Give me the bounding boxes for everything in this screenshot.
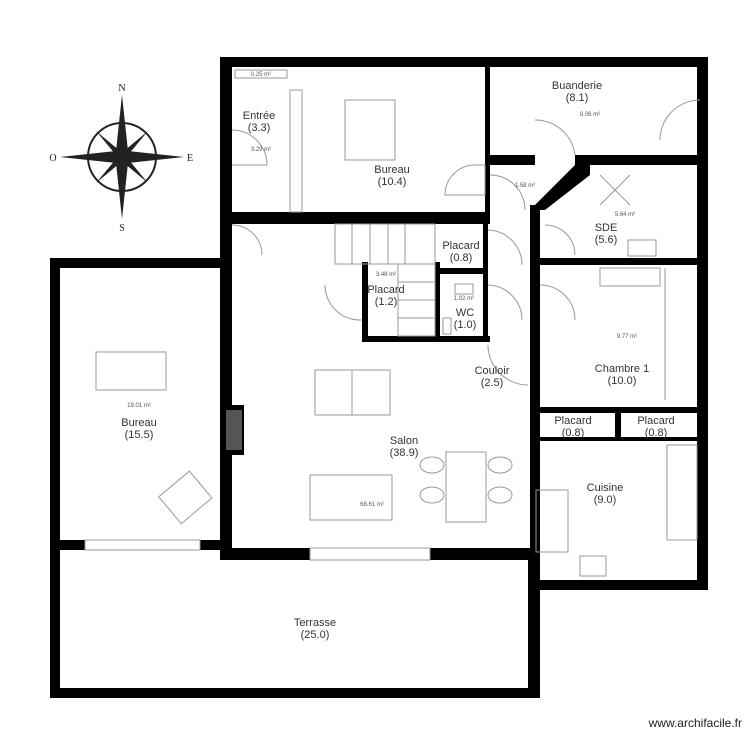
room-area: 5.64 m² (615, 212, 635, 218)
room-name: Salon (390, 435, 418, 447)
kitchen-island (535, 489, 569, 553)
room-size: (1.0) (454, 319, 477, 331)
wardrobe (599, 267, 661, 287)
room-area: 19.01 m² (127, 403, 151, 409)
room-area: 9.77 m² (617, 334, 637, 340)
room-size: (9.0) (594, 494, 617, 506)
room-name: Placard (554, 415, 591, 427)
dining-table (445, 451, 487, 523)
room-area: 3.48 m² (376, 272, 396, 278)
room-size: (0.8) (562, 427, 585, 439)
room-name: Bureau (121, 417, 156, 429)
room-area: 3.29 m² (251, 147, 271, 153)
room-name: Placard (637, 415, 674, 427)
room-area: 8.06 m² (580, 112, 600, 118)
room-name: Placard (367, 284, 404, 296)
room-name: SDE (595, 222, 618, 234)
room-size: (3.3) (248, 122, 271, 134)
fixtures (84, 69, 701, 577)
watermark: www.archifacile.fr (648, 716, 742, 730)
compass-south: S (119, 223, 125, 234)
room-name: Buanderie (552, 80, 602, 92)
room-name: Placard (442, 240, 479, 252)
stairs (334, 223, 436, 337)
room-labels: 0.25 m² 1.58 m² Entrée (3.3) 3.29 m² Bur… (121, 72, 674, 641)
room-size: (38.9) (390, 447, 419, 459)
room-name: Cuisine (587, 482, 624, 494)
room-name: Chambre 1 (595, 363, 649, 375)
kitchen-counter (666, 444, 698, 541)
compass-east: E (187, 153, 193, 164)
room-size: (2.5) (481, 377, 504, 389)
stove (579, 555, 607, 577)
room-size: (10.0) (608, 375, 637, 387)
sofa (309, 474, 393, 521)
room-name: Entrée (243, 110, 275, 122)
area-label: 0.25 m² (251, 72, 271, 78)
compass-west: O (49, 153, 56, 164)
room-size: (5.6) (595, 234, 618, 246)
room-area: 68.61 m² (360, 502, 384, 508)
room-name: Terrasse (294, 617, 336, 629)
room-size: (0.8) (450, 252, 473, 264)
desk (344, 99, 396, 161)
room-area: 1.02 m² (454, 296, 474, 302)
compass: N S E O (49, 83, 193, 234)
room-name: WC (456, 307, 474, 319)
room-name: Couloir (475, 365, 510, 377)
room-size: (1.2) (375, 296, 398, 308)
fireplace (226, 410, 242, 450)
desk (95, 351, 167, 391)
area-label: 1.58 m² (515, 183, 535, 189)
room-size: (25.0) (301, 629, 330, 641)
armchair (158, 470, 213, 525)
room-size: (0.8) (645, 427, 668, 439)
room-size: (10.4) (378, 176, 407, 188)
room-size: (15.5) (125, 429, 154, 441)
room-name: Bureau (374, 164, 409, 176)
compass-north: N (118, 83, 125, 94)
room-size: (8.1) (566, 92, 589, 104)
